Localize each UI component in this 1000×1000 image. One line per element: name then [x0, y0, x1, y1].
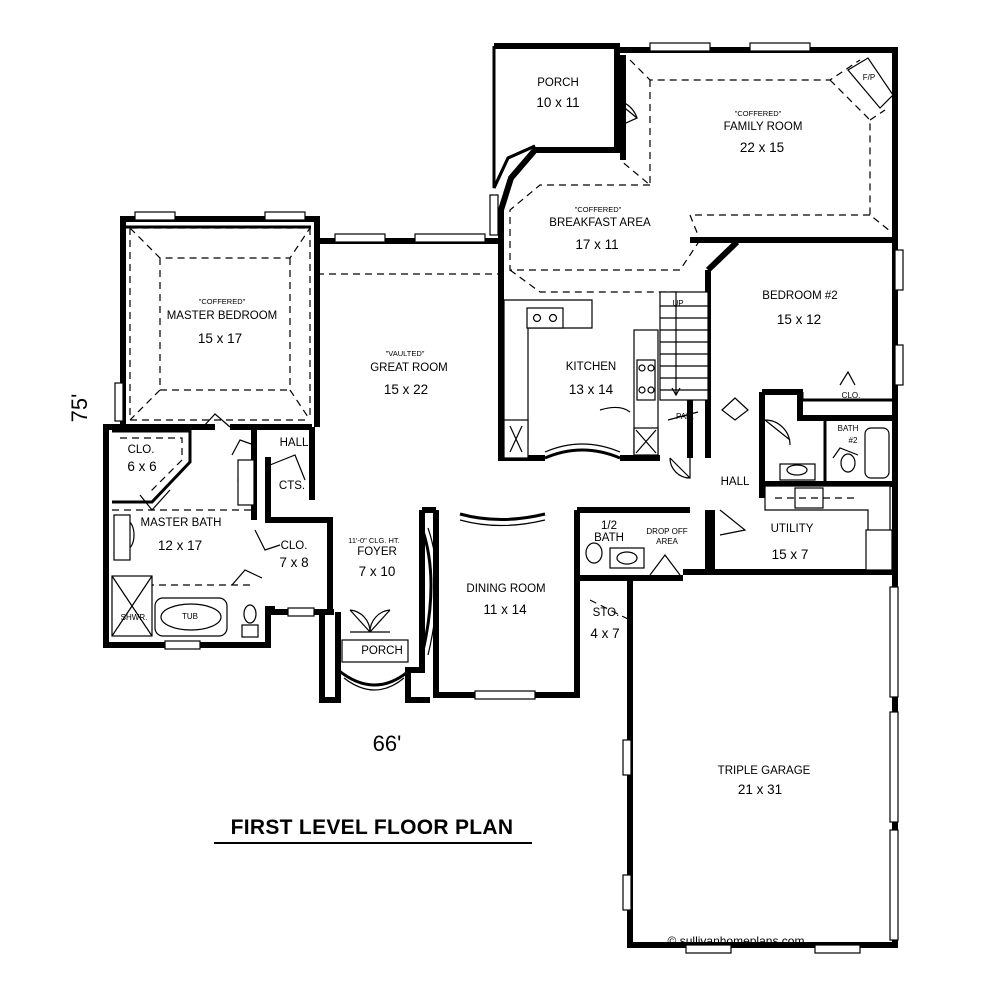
master-closet-walls: [112, 429, 192, 504]
bedroom2-name: BEDROOM #2: [762, 290, 838, 302]
foyer-note: 11'-0" CLG. HT.: [348, 536, 400, 545]
closet-7x8-dim: 7 x 8: [279, 555, 309, 570]
kitchen-name: KITCHEN: [565, 361, 617, 373]
porch-rear-dim: 10 x 11: [536, 95, 580, 110]
master-bath-dim: 12 x 17: [157, 538, 203, 553]
stair-up-label: UP: [672, 299, 684, 308]
family-room-walls: [494, 43, 620, 241]
title-underline: [214, 842, 532, 844]
master-bedroom-note: "COFFERED": [198, 297, 246, 306]
bedroom2-walls: [762, 389, 895, 421]
website-credit: © sullivanhomeplans.com: [667, 934, 805, 948]
foyer-name: FOYER: [357, 546, 397, 558]
tub-label: TUB: [182, 612, 198, 621]
garage-walls: [627, 569, 898, 948]
shower-label: SHWR.: [120, 613, 148, 622]
garage-name: TRIPLE GARAGE: [717, 765, 811, 777]
curved-walls: [337, 144, 621, 691]
master-bedroom-dim: 15 x 17: [197, 331, 243, 346]
breakfast-dim: 17 x 11: [575, 237, 619, 252]
bedroom2-closet-name: CLO.: [841, 391, 861, 400]
utility-name: UTILITY: [770, 523, 814, 535]
drop-off-name-1: DROP OFF: [646, 527, 688, 536]
overall-width-dim: 66': [372, 731, 402, 756]
dining-dim: 11 x 14: [483, 602, 527, 617]
rear-porch-outline: [492, 46, 536, 189]
bath2-name: BATH: [837, 424, 859, 433]
foyer-walls: [328, 612, 341, 703]
hall-east-name: HALL: [720, 476, 750, 488]
half-bath-name-1: 1/2: [601, 520, 617, 532]
windows: [114, 42, 904, 954]
pantry-label: PAN.: [675, 412, 695, 421]
master-bedroom-name: MASTER BEDROOM: [166, 310, 278, 322]
master-bedroom-walls: [120, 216, 320, 427]
fireplace-label: F/P: [862, 73, 876, 82]
family-room-note: "COFFERED": [734, 109, 782, 118]
kitchen-dim: 13 x 14: [568, 382, 614, 397]
family-room-name: FAMILY ROOM: [723, 121, 803, 133]
half-bath-name-2: BATH: [594, 532, 624, 544]
great-room-note: "VAULTED": [385, 349, 425, 358]
breakfast-note: "COFFERED": [574, 205, 622, 214]
dining-name: DINING ROOM: [466, 583, 546, 595]
master-suite-walls: [103, 424, 271, 648]
bedroom2-dim: 15 x 12: [776, 312, 822, 327]
bath2-number: #2: [848, 436, 858, 445]
hall-west-name: HALL: [279, 437, 309, 449]
overall-depth-dim: 75': [67, 393, 92, 423]
storage-name: STO.: [592, 607, 620, 619]
great-room-name: GREAT ROOM: [370, 362, 448, 374]
drop-off-name-2: AREA: [656, 537, 678, 546]
breakfast-name: BREAKFAST AREA: [549, 217, 651, 229]
doors: [139, 99, 859, 633]
storage-dim: 4 x 7: [590, 626, 620, 641]
plan-title: FIRST LEVEL FLOOR PLAN: [230, 816, 514, 839]
great-room-dim: 15 x 22: [383, 382, 429, 397]
kitchen-walls: [498, 241, 545, 461]
porch-front-name: PORCH: [361, 645, 403, 657]
master-closet-name: CLO.: [127, 444, 155, 456]
ceiling-lines: [112, 59, 896, 621]
foyer-dim: 7 x 10: [358, 564, 396, 579]
fixtures: [111, 57, 894, 663]
master-closet-dim: 6 x 6: [127, 459, 157, 474]
porch-rear-name: PORCH: [537, 77, 579, 89]
master-bath-name: MASTER BATH: [140, 517, 222, 529]
closet-7x8-name: CLO.: [280, 540, 308, 552]
garage-dim: 21 x 31: [737, 782, 783, 797]
cts-name: CTS.: [278, 480, 306, 492]
family-room-dim: 22 x 15: [739, 140, 785, 155]
utility-dim: 15 x 7: [771, 547, 809, 562]
